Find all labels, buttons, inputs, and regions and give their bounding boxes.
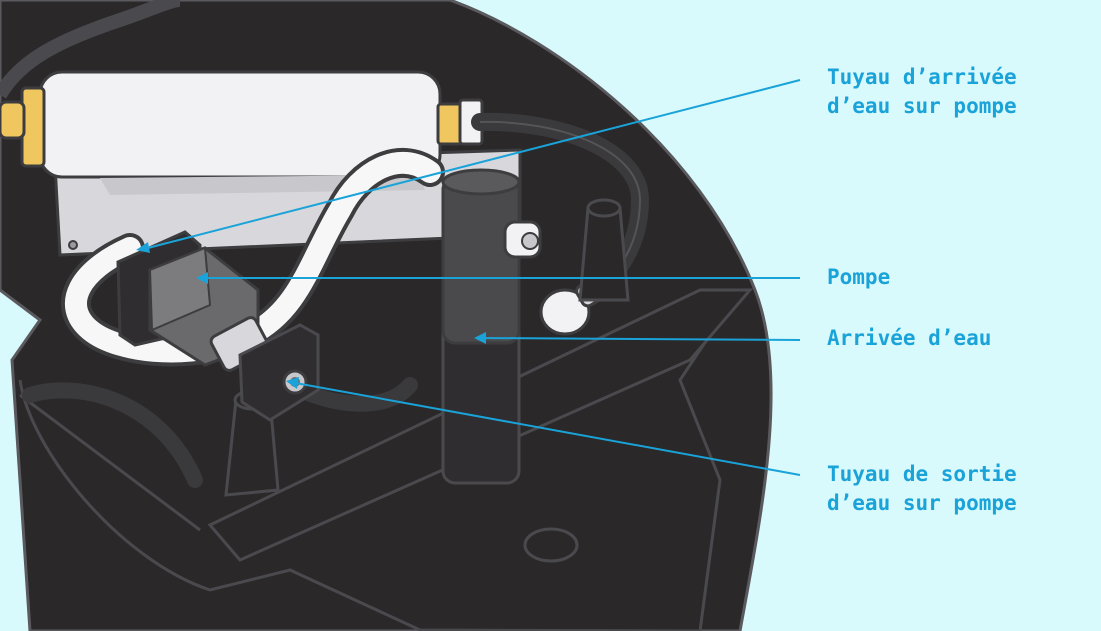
callout-pump: Pompe xyxy=(827,263,890,292)
callout-pump-line-1: Pompe xyxy=(827,265,891,289)
nozzle-bulb xyxy=(539,288,591,336)
leader-outlet-hose xyxy=(289,381,801,476)
leader-inlet-hose xyxy=(139,79,801,251)
tray-rim xyxy=(18,289,742,631)
leader-water-inlet xyxy=(477,337,801,341)
outlet-fitting-plate xyxy=(238,323,320,422)
arrow-water-inlet xyxy=(474,332,486,344)
arrow-pump xyxy=(196,272,208,284)
callout-outlet-hose-line-1: Tuyau de sortie xyxy=(827,462,1017,486)
right-brass-fitting xyxy=(436,102,464,146)
tray-lip xyxy=(19,393,201,532)
lower-tubing xyxy=(22,382,203,488)
water-inlet-top xyxy=(441,168,521,196)
water-inlet-upper xyxy=(441,176,521,345)
callout-outlet-hose-line-2: d’eau sur pompe xyxy=(827,491,1017,515)
column-port-hole xyxy=(521,232,539,250)
drain-hole xyxy=(523,527,579,563)
callout-water-inlet-line-1: Arrivée d’eau xyxy=(827,326,992,350)
callout-outlet-hose: Tuyau de sortie d’eau sur pompe xyxy=(827,460,1017,518)
right-post-top xyxy=(586,198,622,218)
callout-water-inlet: Arrivée d’eau xyxy=(827,324,991,353)
callout-inlet-hose-line-2: d’eau sur pompe xyxy=(827,94,1017,118)
callout-inlet-hose: Tuyau d’arrivée d’eau sur pompe xyxy=(827,63,1017,121)
bracket-screw xyxy=(68,240,78,250)
arrow-inlet-hose xyxy=(136,242,150,253)
power-cable xyxy=(0,0,181,99)
callout-inlet-hose-line-1: Tuyau d’arrivée xyxy=(827,65,1017,89)
left-brass-nut xyxy=(0,100,26,140)
arrow-outlet-hose xyxy=(286,377,299,389)
right-post xyxy=(578,206,630,302)
pump-face xyxy=(148,246,212,332)
